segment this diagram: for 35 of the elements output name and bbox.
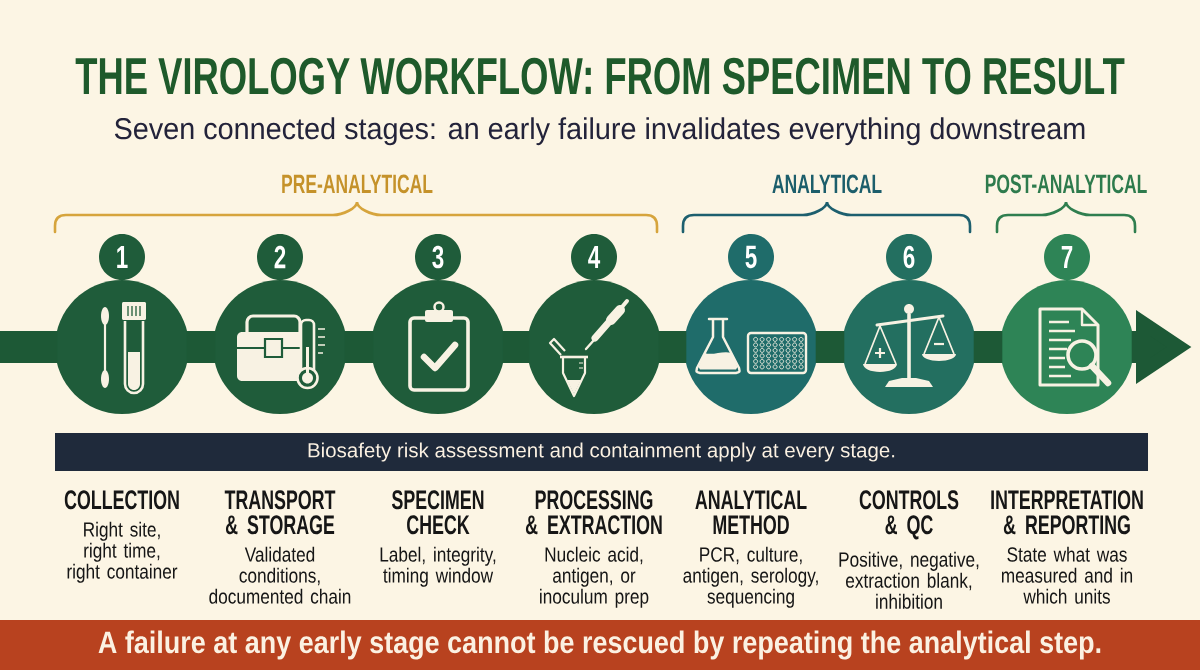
number-badge: 7 bbox=[1044, 234, 1090, 280]
stage-title: COLLECTION bbox=[64, 490, 179, 510]
subtitle: Seven connected stages: an early failure invalidates everything downstream bbox=[114, 117, 1085, 146]
number-badge: 2 bbox=[257, 234, 303, 280]
connector-bar bbox=[973, 331, 1003, 363]
stage-description: Right site, right time, right container bbox=[67, 521, 178, 583]
connector-bar bbox=[502, 331, 530, 363]
number-badge: 6 bbox=[886, 234, 932, 280]
connector-bar bbox=[658, 331, 687, 363]
phase-label: POST-ANALYTICAL bbox=[985, 174, 1147, 194]
stage-title: ANALYTICAL METHOD bbox=[695, 490, 807, 535]
connector-bar bbox=[186, 331, 216, 363]
number-badge: 1 bbox=[99, 234, 145, 280]
stage-title: CONTROLS & QC bbox=[859, 490, 959, 540]
phase-label: PRE-ANALYTICAL bbox=[282, 174, 433, 194]
title: THE VIROLOGY WORKFLOW: FROM SPECIMEN TO RESULT bbox=[75, 57, 1125, 95]
banner: A failure at any early stage cannot be rescued by repeating the analytical step. bbox=[0, 620, 1200, 670]
connector-bar bbox=[0, 331, 58, 363]
stage-description: PCR, culture, antigen, serology, sequencing bbox=[683, 546, 818, 608]
stage-title: SPECIMEN CHECK bbox=[392, 490, 484, 535]
stage-description: State what was measured and in which units bbox=[1001, 546, 1133, 604]
stage-description: Positive, negative, extraction blank, inhibition bbox=[839, 551, 979, 609]
number-badge: 5 bbox=[728, 234, 774, 280]
stage-title: INTERPRETATION & REPORTING bbox=[991, 490, 1143, 535]
stage-description: Validated conditions, documented chain bbox=[209, 546, 351, 604]
stage-description: Label, integrity, timing window bbox=[380, 546, 496, 587]
number-badge: 4 bbox=[571, 234, 617, 280]
connector-bar bbox=[344, 331, 374, 363]
banner: Biosafety risk assessment and containment apply at every stage. bbox=[55, 433, 1148, 471]
stage-description: Nucleic acid, antigen, or inoculum prep bbox=[540, 546, 649, 608]
connector-bar bbox=[815, 331, 845, 363]
phase-label: ANALYTICAL bbox=[772, 174, 882, 194]
stage-title: TRANSPORT & STORAGE bbox=[224, 490, 336, 535]
stage-title: PROCESSING & EXTRACTION bbox=[525, 490, 662, 535]
number-badge: 3 bbox=[415, 234, 461, 280]
